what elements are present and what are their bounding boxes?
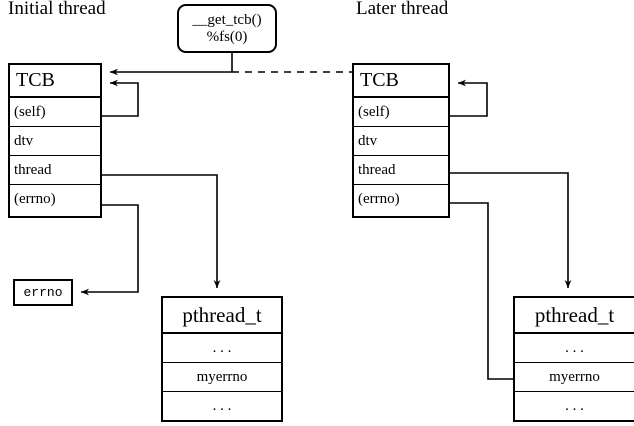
initial-tcb-field-errno: (errno) — [14, 191, 56, 207]
initial-tcb-field-self: (self) — [10, 98, 100, 127]
fs-register-label: %fs(0) — [206, 28, 248, 45]
initial-pthread-title: pthread_t — [163, 298, 281, 334]
initial-pthread-field-ellipsis-top: . . . — [163, 334, 281, 363]
later-errno-to-myerrno-arrow — [450, 202, 521, 383]
later-pthread-field-ellipsis-bottom: . . . — [565, 398, 584, 414]
initial-tcb-field-dtv: dtv — [10, 127, 100, 156]
initial-pthread-field-ellipsis-bottom: . . . — [212, 398, 232, 414]
later-tcb-title: TCB — [354, 65, 448, 98]
later-tcb-field-self: (self) — [354, 98, 448, 127]
get-tcb-accessor-box: __get_tcb() %fs(0) — [177, 4, 277, 53]
later-pthread-field-ellipsis-top: . . . — [515, 334, 634, 363]
later-thread-title: Later thread — [356, 0, 449, 19]
later-thread-to-pthread-arrow — [450, 172, 572, 288]
initial-thread-to-pthread-arrow — [102, 174, 221, 288]
later-tcb-field-thread: thread — [354, 156, 448, 185]
get-tcb-function-label: __get_tcb() — [192, 11, 262, 28]
initial-thread-title: Initial thread — [8, 0, 106, 19]
global-errno-box: errno — [13, 279, 73, 306]
later-tcb-field-errno: (errno) — [358, 191, 400, 207]
later-tcb-struct: TCB (self) dtv thread (errno) — [352, 63, 450, 218]
initial-tcb-field-thread: thread — [10, 156, 100, 185]
initial-errno-to-errno-box-arrow — [81, 204, 139, 296]
later-pthread-title: pthread_t — [515, 298, 634, 334]
later-pthread-field-myerrno: myerrno — [515, 363, 634, 392]
initial-tcb-struct: TCB (self) dtv thread (errno) — [8, 63, 102, 218]
initial-pthread-field-myerrno: myerrno — [163, 363, 281, 392]
later-self-pointer-loop — [450, 79, 488, 117]
later-tcb-field-dtv: dtv — [354, 127, 448, 156]
later-pthread-struct: pthread_t . . . myerrno . . . — [513, 296, 634, 422]
initial-tcb-title: TCB — [10, 65, 100, 98]
initial-self-pointer-loop — [102, 79, 139, 117]
initial-pthread-struct: pthread_t . . . myerrno . . . — [161, 296, 283, 422]
